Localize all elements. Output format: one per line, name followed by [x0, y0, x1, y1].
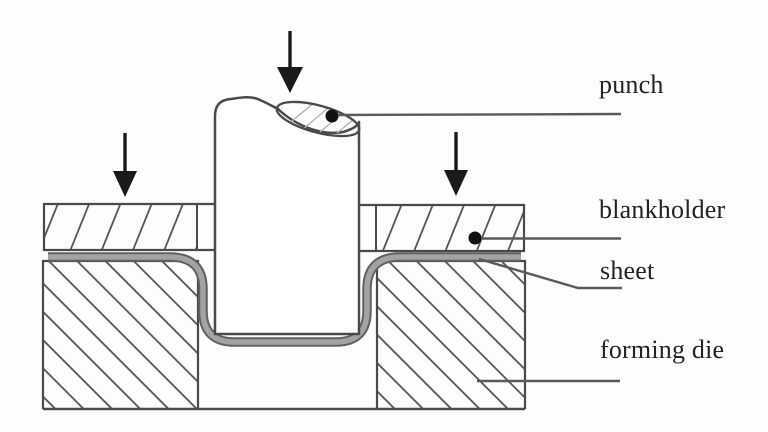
force-arrow-icon	[113, 133, 137, 197]
punch-ref-dot	[325, 109, 339, 123]
label-blankholder: blankholder	[599, 195, 726, 224]
label-forming-die: forming die	[600, 335, 725, 364]
sheet-shape	[48, 252, 521, 347]
blankholder-ref-dot	[468, 231, 482, 245]
blankholder-left-shape	[42, 202, 215, 252]
label-sheet: sheet	[600, 256, 655, 285]
label-punch: punch	[599, 70, 664, 99]
punch-shape	[213, 96, 361, 336]
leader-line-punch	[337, 112, 622, 117]
force-arrow-icon	[277, 31, 303, 93]
forming-die-right-shape	[375, 259, 527, 409]
force-arrow-icon	[444, 132, 468, 196]
forming-die-left-shape	[41, 259, 200, 409]
leader-line-sheet	[478, 257, 622, 290]
blankholder-right-shape	[359, 203, 526, 253]
